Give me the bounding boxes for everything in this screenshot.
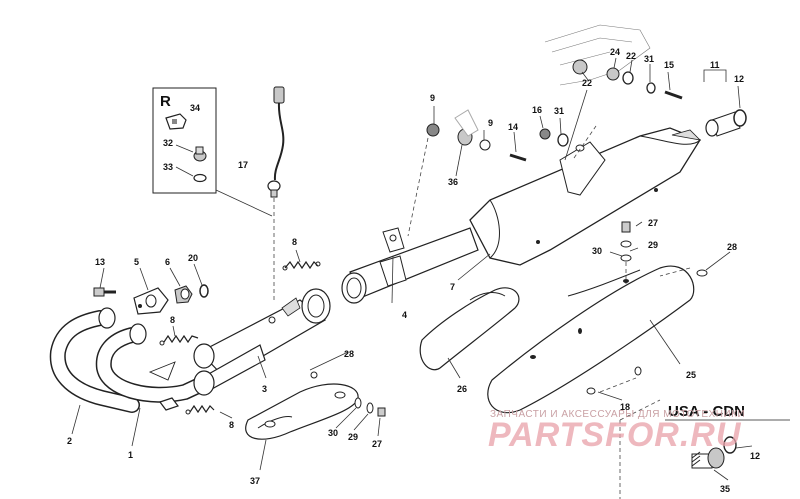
watermark-tagline: ЗАПЧАСТИ И АКСЕССУАРЫ ДЛЯ МОТОТЕХНИКИ — [490, 409, 745, 420]
callout-9-right: 9 — [488, 118, 493, 128]
callout-7: 7 — [450, 282, 455, 292]
watermark: ЗАПЧАСТИ И АКСЕССУАРЫ ДЛЯ МОТОТЕХНИКИ PA… — [488, 409, 745, 454]
callout-17: 17 — [238, 160, 248, 170]
callout-32: 32 — [163, 138, 173, 148]
callout-6: 6 — [165, 257, 170, 267]
callout-22-right: 22 — [626, 51, 636, 61]
callout-27-low: 27 — [372, 439, 382, 449]
callout-28-mid: 28 — [344, 349, 354, 359]
callout-30-low: 30 — [328, 428, 338, 438]
callout-18: 18 — [620, 402, 630, 412]
callout-3: 3 — [262, 384, 267, 394]
y-pipe-3 — [193, 288, 331, 396]
callout-24: 24 — [610, 47, 620, 57]
callout-34: 34 — [190, 103, 200, 113]
callout-8-mid: 8 — [170, 315, 175, 325]
callout-5: 5 — [134, 257, 139, 267]
callout-12-inset: 12 — [750, 451, 760, 461]
gasket-20 — [199, 284, 209, 298]
spring-8-mid — [159, 334, 199, 346]
callout-31-left: 31 — [554, 106, 564, 116]
region-label: USA - CDN — [668, 403, 745, 420]
silencer — [469, 127, 702, 266]
callout-12-top: 12 — [734, 74, 744, 84]
callout-8-low: 8 — [229, 420, 234, 430]
callout-37: 37 — [250, 476, 260, 486]
callout-8-top: 8 — [292, 237, 297, 247]
watermark-logo: PARTSFOR.RU — [488, 416, 742, 454]
silencer-mount-parts — [426, 59, 683, 162]
heat-shield-26 — [419, 287, 520, 371]
callout-4: 4 — [402, 310, 407, 320]
callout-35: 35 — [720, 484, 730, 494]
heat-shield-37 — [245, 383, 359, 440]
fasteners-right — [586, 221, 708, 395]
callout-27-right: 27 — [648, 218, 658, 228]
callout-31-right: 31 — [644, 54, 654, 64]
heat-shield-25 — [487, 265, 695, 414]
callout-15: 15 — [664, 60, 674, 70]
callout-22-left: 22 — [582, 78, 592, 88]
spring-hook — [159, 397, 179, 411]
callout-20: 20 — [188, 253, 198, 263]
callout-29-right: 29 — [648, 240, 658, 250]
callout-11: 11 — [710, 60, 720, 70]
callout-2: 2 — [67, 436, 72, 446]
callout-numbers: 34 32 33 9 9 14 16 31 22 24 22 31 15 11 … — [67, 47, 760, 494]
frame-outline — [544, 24, 651, 86]
fasteners-lower — [310, 371, 386, 417]
callout-13: 13 — [95, 257, 105, 267]
callout-26: 26 — [457, 384, 467, 394]
callout-30-right: 30 — [592, 246, 602, 256]
header-pipe-1 — [95, 323, 208, 403]
callout-9-left: 9 — [430, 93, 435, 103]
callout-16: 16 — [532, 105, 542, 115]
header-pipe-2 — [49, 307, 140, 413]
spring-8-top — [282, 260, 321, 271]
lambda-sensor-wire — [215, 86, 285, 300]
callout-36: 36 — [448, 177, 458, 187]
usa-cdn-inset: USA - CDN — [619, 399, 790, 499]
kit-letter: R — [160, 93, 171, 110]
callout-14: 14 — [508, 122, 518, 132]
callout-33: 33 — [163, 162, 173, 172]
kit-box-r: R — [152, 87, 217, 194]
callout-1: 1 — [128, 450, 133, 460]
stud-13 — [93, 287, 116, 297]
flange-5 — [133, 287, 169, 315]
nut-6 — [174, 285, 193, 304]
spring-8-low — [185, 404, 215, 415]
callout-25: 25 — [686, 370, 696, 380]
leader-lines — [71, 57, 753, 481]
link-pipe-4 — [341, 227, 479, 304]
callout-28-right: 28 — [727, 242, 737, 252]
callout-29-low: 29 — [348, 432, 358, 442]
tail-pipe-11 — [703, 69, 747, 137]
